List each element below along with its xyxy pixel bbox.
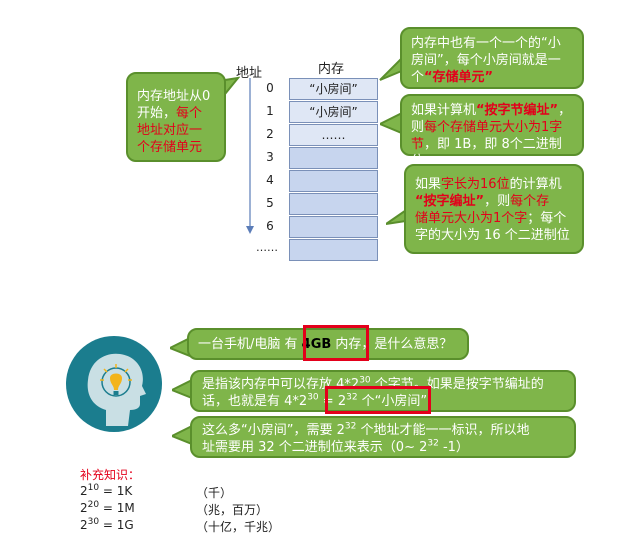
bubble-line: 个“存储单元” <box>411 70 494 85</box>
address-index: 4 <box>266 173 274 187</box>
bubble-line: 如果字长为16位的计算机 <box>415 177 562 192</box>
supplement-note: （千） <box>196 486 233 500</box>
memory-cell: …… <box>289 124 378 146</box>
bubble-line: 这么多“小房间”，需要 232 个地址才能一一标识，所以地 <box>202 421 530 438</box>
answer-bubble-2: 这么多“小房间”，需要 232 个地址才能一一标识，所以地 址需要用 32 个二… <box>190 416 576 458</box>
address-index: 6 <box>266 219 274 233</box>
bubble-line: 房间”，每个小房间就是一 <box>411 53 561 68</box>
memory-cell <box>289 170 378 192</box>
bubble-line: 字的大小为 16 个二进制位 <box>415 228 570 243</box>
left-bubble: 内存地址从0 开始，每个 地址对应一 个存储单元 <box>126 72 226 162</box>
bubble-line: “按字编址”，则每个存 <box>415 194 550 209</box>
bubble-line: 如果计算机“按字节编址”， <box>411 103 572 118</box>
bubble-line: 内存中也有一个一个的“小 <box>411 36 561 51</box>
right-bubble-2: 如果计算机“按字节编址”， 则每个存储单元大小为1字 节，即 1B，即 8个二进… <box>400 94 584 169</box>
address-index: 5 <box>266 196 274 210</box>
memory-cell <box>289 216 378 238</box>
supplement-title: 补充知识： <box>80 468 141 482</box>
supplement-row: 220 = 1M <box>80 500 135 516</box>
memory-cell: “小房间” <box>289 78 378 100</box>
memory-cell: “小房间” <box>289 101 378 123</box>
right-bubble-1: 内存中也有一个一个的“小 房间”，每个小房间就是一 个“存储单元” <box>400 27 584 89</box>
bubble-line: 则每个存储单元大小为1字 <box>411 120 563 135</box>
bubble-line: 址需要用 32 个二进制位来表示（0~ 232 -1） <box>202 438 469 455</box>
address-label: 地址 <box>236 66 263 81</box>
memory-cell <box>289 193 378 215</box>
address-index: 3 <box>266 150 274 164</box>
memory-label: 内存 <box>318 62 345 77</box>
supplement-note: （十亿，千兆） <box>196 520 281 534</box>
left-bubble-line: 开始，每个 <box>137 106 203 121</box>
highlight-box-2-32-rooms <box>325 386 431 414</box>
memory-cell <box>289 147 378 169</box>
address-index: 1 <box>266 104 274 118</box>
address-arrow <box>246 78 254 234</box>
memory-cell-empty <box>289 239 378 261</box>
address-index: 2 <box>266 127 274 141</box>
supplement-row: 230 = 1G <box>80 517 134 533</box>
answer-bubble-1: 是指该内存中可以存放 4*230 个字节。如果是按字节编址的 话，也就是有 4*… <box>190 370 576 412</box>
address-index: 0 <box>266 81 274 95</box>
highlight-box-4gb <box>303 325 369 361</box>
right-bubble-3: 如果字长为16位的计算机 “按字编址”，则每个存 储单元大小为1个字；每个 字的… <box>404 164 584 254</box>
left-bubble-line: 地址对应一 <box>137 123 203 138</box>
bubble-line: 储单元大小为1个字；每个 <box>415 211 567 226</box>
address-ellipsis: …… <box>256 241 278 254</box>
left-bubble-line: 个存储单元 <box>137 140 203 155</box>
head-lightbulb-icon <box>66 336 162 432</box>
bubble-line: 话，也就是有 4*230 = 232 个“小房间” <box>202 392 428 409</box>
supplement-row: 210 = 1K <box>80 483 133 499</box>
left-bubble-line: 内存地址从0 <box>137 89 211 104</box>
supplement-note: （兆，百万） <box>196 503 269 517</box>
